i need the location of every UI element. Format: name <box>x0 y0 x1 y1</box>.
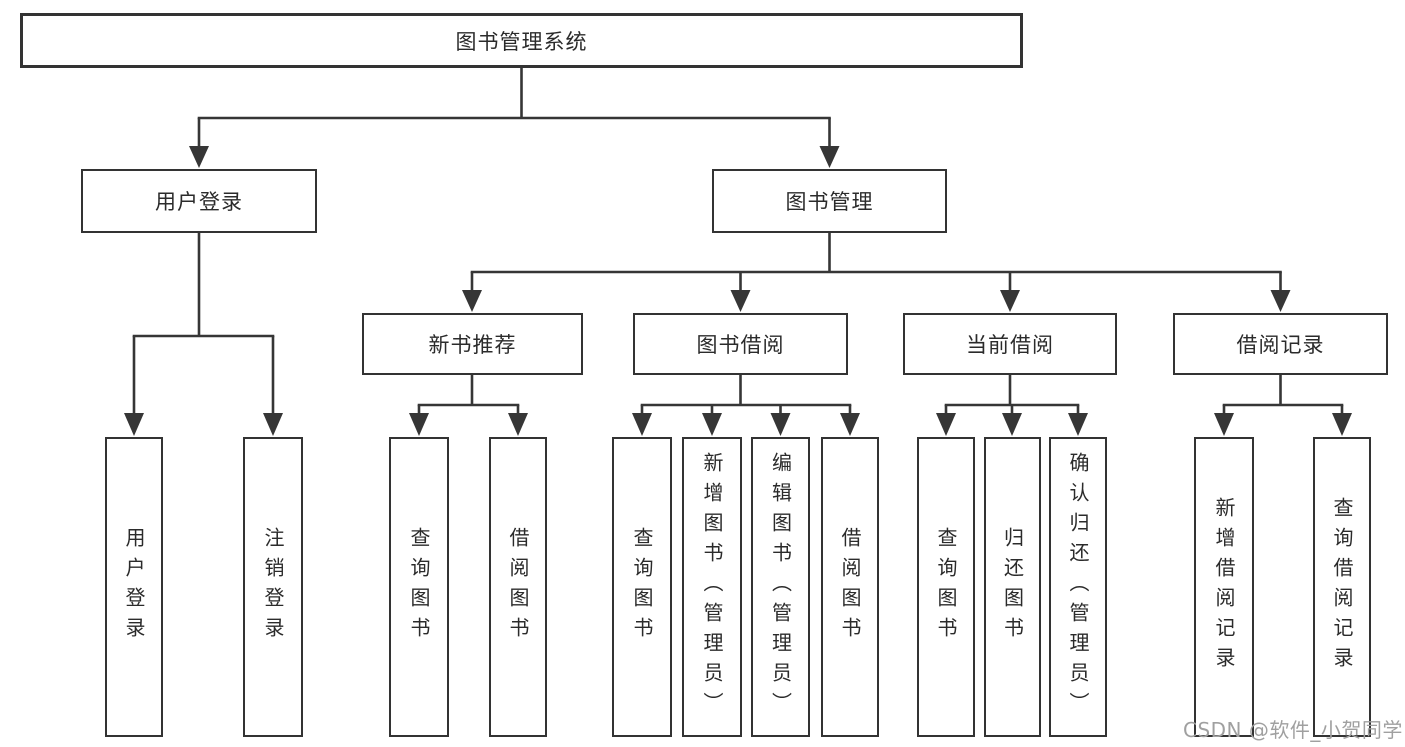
node-book-borrowing-label: 图书借阅 <box>696 333 785 357</box>
node-current-borrowing-label: 当前借阅 <box>966 333 1054 357</box>
leaf-add-borrow-record: 新增借阅记录 <box>1194 437 1254 737</box>
leaf-borrow-query-book-label: 查询图书 <box>630 527 654 647</box>
leaf-return-book: 归还图书 <box>984 437 1041 737</box>
connector-current-to-leaves <box>936 374 1088 436</box>
leaf-confirm-return-admin: 确认归还（管理员） <box>1049 437 1107 737</box>
leaf-user-login-label: 用户登录 <box>122 527 146 647</box>
leaf-add-book-admin-label: 新增图书（管理员） <box>700 452 724 722</box>
connector-newbook-to-leaves <box>409 374 528 436</box>
leaf-newbook-borrow-book: 借阅图书 <box>489 437 547 737</box>
connector-login-to-leaves <box>124 232 283 436</box>
leaf-add-book-admin: 新增图书（管理员） <box>682 437 742 737</box>
leaf-newbook-query-book: 查询图书 <box>389 437 449 737</box>
node-new-book-recommend-label: 新书推荐 <box>428 333 517 357</box>
leaf-borrow-query-book: 查询图书 <box>612 437 672 737</box>
leaf-newbook-query-book-label: 查询图书 <box>407 527 431 647</box>
node-user-login: 用户登录 <box>81 169 317 233</box>
leaf-query-borrow-record-label: 查询借阅记录 <box>1330 497 1354 677</box>
leaf-user-login: 用户登录 <box>105 437 163 737</box>
leaf-logout: 注销登录 <box>243 437 303 737</box>
node-root-system: 图书管理系统 <box>20 13 1023 68</box>
leaf-logout-label: 注销登录 <box>261 527 285 647</box>
node-book-borrowing: 图书借阅 <box>633 313 848 375</box>
leaf-current-query-book: 查询图书 <box>917 437 975 737</box>
node-book-management: 图书管理 <box>712 169 947 233</box>
leaf-current-query-book-label: 查询图书 <box>934 527 958 647</box>
node-borrow-records: 借阅记录 <box>1173 313 1388 375</box>
node-borrow-records-label: 借阅记录 <box>1236 333 1325 357</box>
connector-records-to-leaves <box>1214 374 1352 436</box>
leaf-query-borrow-record: 查询借阅记录 <box>1313 437 1371 737</box>
node-book-management-label: 图书管理 <box>785 190 874 214</box>
connector-borrow-to-leaves <box>632 374 860 436</box>
leaf-newbook-borrow-book-label: 借阅图书 <box>506 527 530 647</box>
node-user-login-label: 用户登录 <box>155 190 243 214</box>
leaf-edit-book-admin: 编辑图书（管理员） <box>751 437 810 737</box>
node-current-borrowing: 当前借阅 <box>903 313 1117 375</box>
connector-mgmt-to-groups <box>462 233 1291 312</box>
leaf-confirm-return-admin-label: 确认归还（管理员） <box>1066 452 1090 722</box>
leaf-add-borrow-record-label: 新增借阅记录 <box>1212 497 1236 677</box>
leaf-borrow-book-label: 借阅图书 <box>838 527 862 647</box>
leaf-borrow-book: 借阅图书 <box>821 437 879 737</box>
node-root-label: 图书管理系统 <box>455 29 588 54</box>
leaf-return-book-label: 归还图书 <box>1000 527 1025 647</box>
node-new-book-recommend: 新书推荐 <box>362 313 583 375</box>
leaf-edit-book-admin-label: 编辑图书（管理员） <box>768 452 793 722</box>
csdn-watermark: CSDN @软件_小贺同学 <box>1183 718 1403 742</box>
connector-root-to-level1 <box>189 67 840 168</box>
